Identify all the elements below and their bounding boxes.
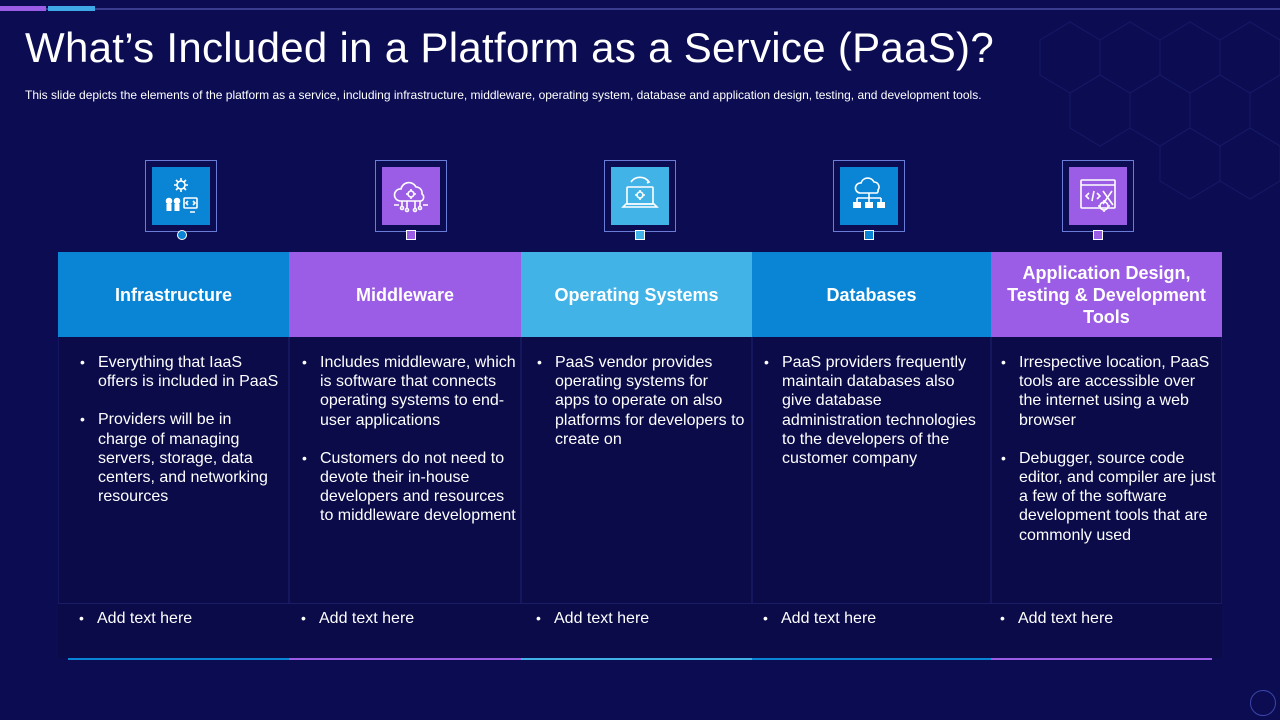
column-bottom-line — [521, 658, 752, 660]
column-footer: Add text here — [289, 603, 521, 658]
bullet-item: Includes middleware, which is software t… — [298, 353, 520, 430]
footer-text[interactable]: Add text here — [759, 609, 984, 628]
bullet-item: PaaS vendor provides operating systems f… — [533, 353, 747, 449]
column-bottom-line — [68, 658, 289, 660]
column-header: Middleware — [289, 252, 521, 337]
connector-square — [635, 230, 645, 240]
icon-frame — [145, 160, 217, 232]
column-footer: Add text here — [991, 603, 1222, 658]
column-body: Irrespective location, PaaS tools are ac… — [991, 337, 1222, 603]
column-bottom-line — [289, 658, 521, 660]
column-bottom-line — [752, 658, 991, 660]
column-footer: Add text here — [752, 603, 991, 658]
icon-frame — [375, 160, 447, 232]
bullet-item: Irrespective location, PaaS tools are ac… — [997, 353, 1217, 430]
connector-dot — [177, 230, 187, 240]
footer-text[interactable]: Add text here — [297, 609, 519, 628]
column-header: Operating Systems — [521, 252, 752, 337]
column-body: PaaS vendor provides operating systems f… — [521, 337, 752, 603]
footer-text[interactable]: Add text here — [75, 609, 283, 628]
bullet-item: Everything that IaaS offers is included … — [76, 353, 284, 391]
column-header: Databases — [752, 252, 991, 337]
column-body: Includes middleware, which is software t… — [289, 337, 521, 603]
corner-circle-decoration — [1250, 690, 1276, 716]
column-header: Application Design, Testing & Developmen… — [991, 252, 1222, 337]
column-header: Infrastructure — [58, 252, 289, 337]
connector-square — [406, 230, 416, 240]
top-accent-purple — [0, 6, 46, 11]
connector-square — [1093, 230, 1103, 240]
code-window-tools-icon — [1069, 167, 1127, 225]
bullet-item: Customers do not need to devote their in… — [298, 449, 520, 526]
bullet-item: Debugger, source code editor, and compil… — [997, 449, 1217, 545]
column-body: Everything that IaaS offers is included … — [58, 337, 289, 603]
laptop-gear-icon — [611, 167, 669, 225]
bullet-item: Providers will be in charge of managing … — [76, 410, 284, 506]
bullet-item: PaaS providers frequently maintain datab… — [760, 353, 985, 468]
top-divider-line — [0, 8, 1280, 10]
icon-frame — [833, 160, 905, 232]
footer-text[interactable]: Add text here — [532, 609, 746, 628]
cloud-gear-circuit-icon — [382, 167, 440, 225]
column-footer: Add text here — [521, 603, 752, 658]
icon-frame — [1062, 160, 1134, 232]
slide-subtitle: This slide depicts the elements of the p… — [25, 88, 982, 102]
column-footer: Add text here — [58, 603, 289, 658]
connector-square — [864, 230, 874, 240]
slide-title: What’s Included in a Platform as a Servi… — [25, 24, 995, 71]
top-accent-blue — [48, 6, 95, 11]
icon-frame — [604, 160, 676, 232]
column-body: PaaS providers frequently maintain datab… — [752, 337, 991, 603]
gear-people-code-icon — [152, 167, 210, 225]
column-bottom-line — [991, 658, 1212, 660]
footer-text[interactable]: Add text here — [996, 609, 1216, 628]
cloud-database-icon — [840, 167, 898, 225]
